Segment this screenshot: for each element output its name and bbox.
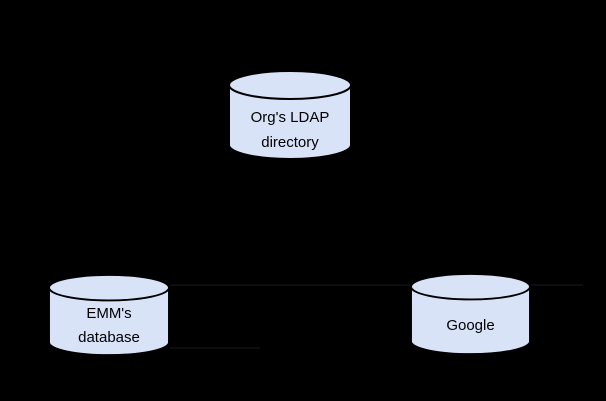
connector-line <box>170 284 410 286</box>
database-cylinder-icon <box>228 70 352 160</box>
node-label-line: Google <box>446 317 495 334</box>
node-label-line: database <box>78 329 140 346</box>
node-label: EMM's database <box>48 302 170 350</box>
node-label-line: EMM's <box>86 305 132 322</box>
node-org-ldap-directory: Org's LDAP directory <box>228 70 352 160</box>
node-label-line: directory <box>261 134 319 151</box>
node-label: Org's LDAP directory <box>228 105 352 155</box>
database-cylinder-icon <box>410 273 531 355</box>
node-label-line: Org's LDAP <box>250 109 330 126</box>
connector-line <box>170 347 260 349</box>
node-label: Google <box>410 313 531 339</box>
connector-line <box>531 284 583 286</box>
node-emm-database: EMM's database <box>48 274 170 356</box>
node-google: Google <box>410 273 531 355</box>
database-cylinder-icon <box>48 274 170 356</box>
